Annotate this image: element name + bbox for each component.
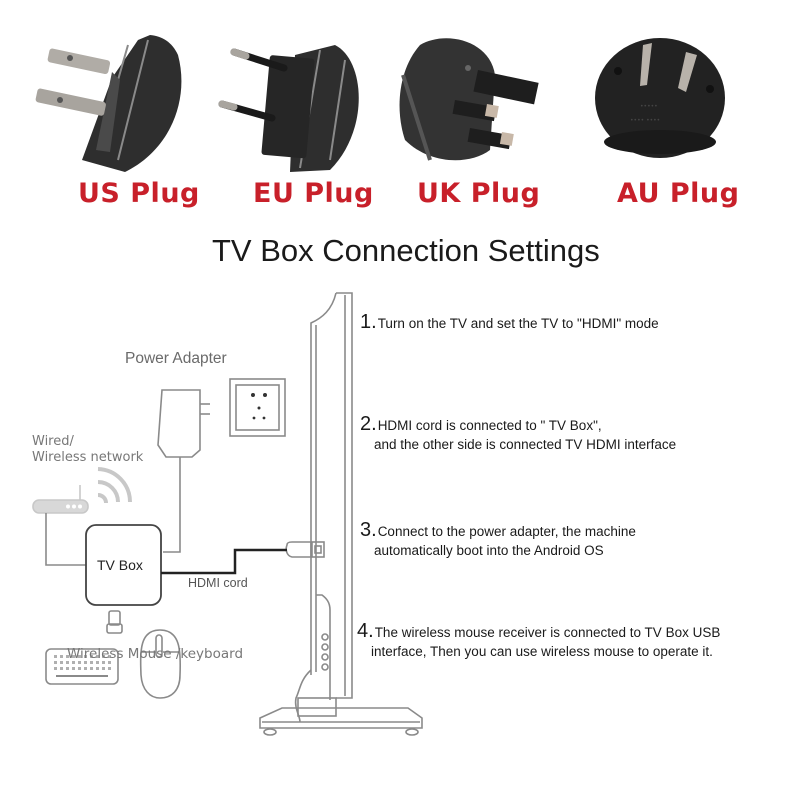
step-4-line1: The wireless mouse receiver is connected…: [374, 625, 721, 640]
network-label-line2: Wireless network: [32, 450, 144, 465]
keyboard-key: [54, 655, 57, 658]
socket-holes: [251, 393, 267, 420]
keyboard-key: [66, 667, 69, 670]
tv-box-label: TV Box: [97, 557, 143, 573]
keyboard-key: [54, 667, 57, 670]
step-3-line2: automatically boot into the Android OS: [374, 543, 604, 558]
step-4-number: 4.: [357, 620, 374, 642]
keyboard-key: [66, 655, 69, 658]
step-4-line2: interface, Then you can use wireless mou…: [371, 644, 713, 659]
keyboard-key: [96, 655, 99, 658]
keyboard-key: [78, 667, 81, 670]
step-3-number: 3.: [360, 519, 377, 541]
mouse-icon: [139, 629, 182, 699]
eu-plug-icon: [218, 45, 359, 172]
hdmi-cord-label: HDMI cord: [188, 576, 248, 590]
tv-side-profile-icon: [259, 292, 423, 736]
keyboard-key: [102, 661, 105, 664]
step-2: 2.HDMI cord is connected to " TV Box", a…: [360, 413, 677, 454]
keyboard-keys: [54, 655, 111, 670]
step-1: 1.Turn on the TV and set the TV to "HDMI…: [360, 311, 659, 333]
keyboard-key: [72, 661, 75, 664]
step-3: 3.Connect to the power adapter, the mach…: [360, 519, 636, 560]
keyboard-key: [108, 661, 111, 664]
wall-socket-icon: [229, 378, 286, 437]
power-adapter-label: Power Adapter: [125, 350, 227, 367]
usb-receiver-icon: [106, 610, 123, 634]
keyboard-key: [78, 655, 81, 658]
keyboard-key: [84, 661, 87, 664]
step-1-number: 1.: [360, 311, 377, 333]
keyboard-key: [96, 661, 99, 664]
connection-diagram: [32, 292, 423, 736]
keyboard-icon: [45, 648, 119, 685]
router-icon: [32, 485, 89, 514]
keyboard-key: [108, 655, 111, 658]
keyboard-key: [72, 655, 75, 658]
keyboard-key: [102, 667, 105, 670]
hdmi-cord: [161, 548, 287, 575]
keyboard-key: [108, 667, 111, 670]
keyboard-key: [60, 655, 63, 658]
keyboard-key: [90, 667, 93, 670]
step-1-line1: Turn on the TV and set the TV to "HDMI" …: [377, 316, 659, 331]
router-lights: [66, 504, 82, 509]
keyboard-key: [102, 655, 105, 658]
tv-box-icon: [85, 524, 162, 606]
us-plug-icon: [35, 35, 182, 172]
power-adapter-icon: [157, 389, 210, 458]
svg-text:•••••: •••••: [640, 103, 658, 110]
uk-plug-icon: [399, 38, 539, 161]
keyboard-key: [84, 655, 87, 658]
keyboard-key: [72, 667, 75, 670]
plug-label-uk: UK Plug: [417, 178, 541, 209]
wireless-mouse-keyboard-label: Wireless Mouse /keyboard: [67, 646, 244, 662]
keyboard-key: [90, 661, 93, 664]
step-2-line2: and the other side is connected TV HDMI …: [374, 437, 677, 452]
keyboard-key: [78, 661, 81, 664]
plug-label-us: US Plug: [78, 178, 200, 209]
step-2-line1: HDMI cord is connected to " TV Box",: [377, 418, 602, 433]
keyboard-key: [66, 661, 69, 664]
step-4: 4.The wireless mouse receiver is connect…: [357, 620, 721, 661]
keyboard-key: [60, 667, 63, 670]
hdmi-port-icon: [311, 541, 325, 558]
page-title: TV Box Connection Settings: [212, 233, 600, 268]
plug-label-eu: EU Plug: [253, 178, 374, 209]
au-plug-icon: ••••• •••• ••••: [595, 38, 725, 158]
hdmi-plug-icon: [285, 541, 312, 558]
keyboard-key: [60, 661, 63, 664]
step-2-number: 2.: [360, 413, 377, 435]
keyboard-key: [90, 655, 93, 658]
svg-text:•••• ••••: •••• ••••: [630, 117, 660, 124]
step-3-line1: Connect to the power adapter, the machin…: [377, 524, 636, 539]
network-label-line1: Wired/: [32, 434, 74, 449]
plug-images: ••••• •••• ••••: [35, 35, 725, 172]
keyboard-key: [54, 661, 57, 664]
wifi-icon: [97, 467, 132, 504]
keyboard-key: [96, 667, 99, 670]
plug-label-au: AU Plug: [617, 178, 740, 209]
keyboard-key: [84, 667, 87, 670]
